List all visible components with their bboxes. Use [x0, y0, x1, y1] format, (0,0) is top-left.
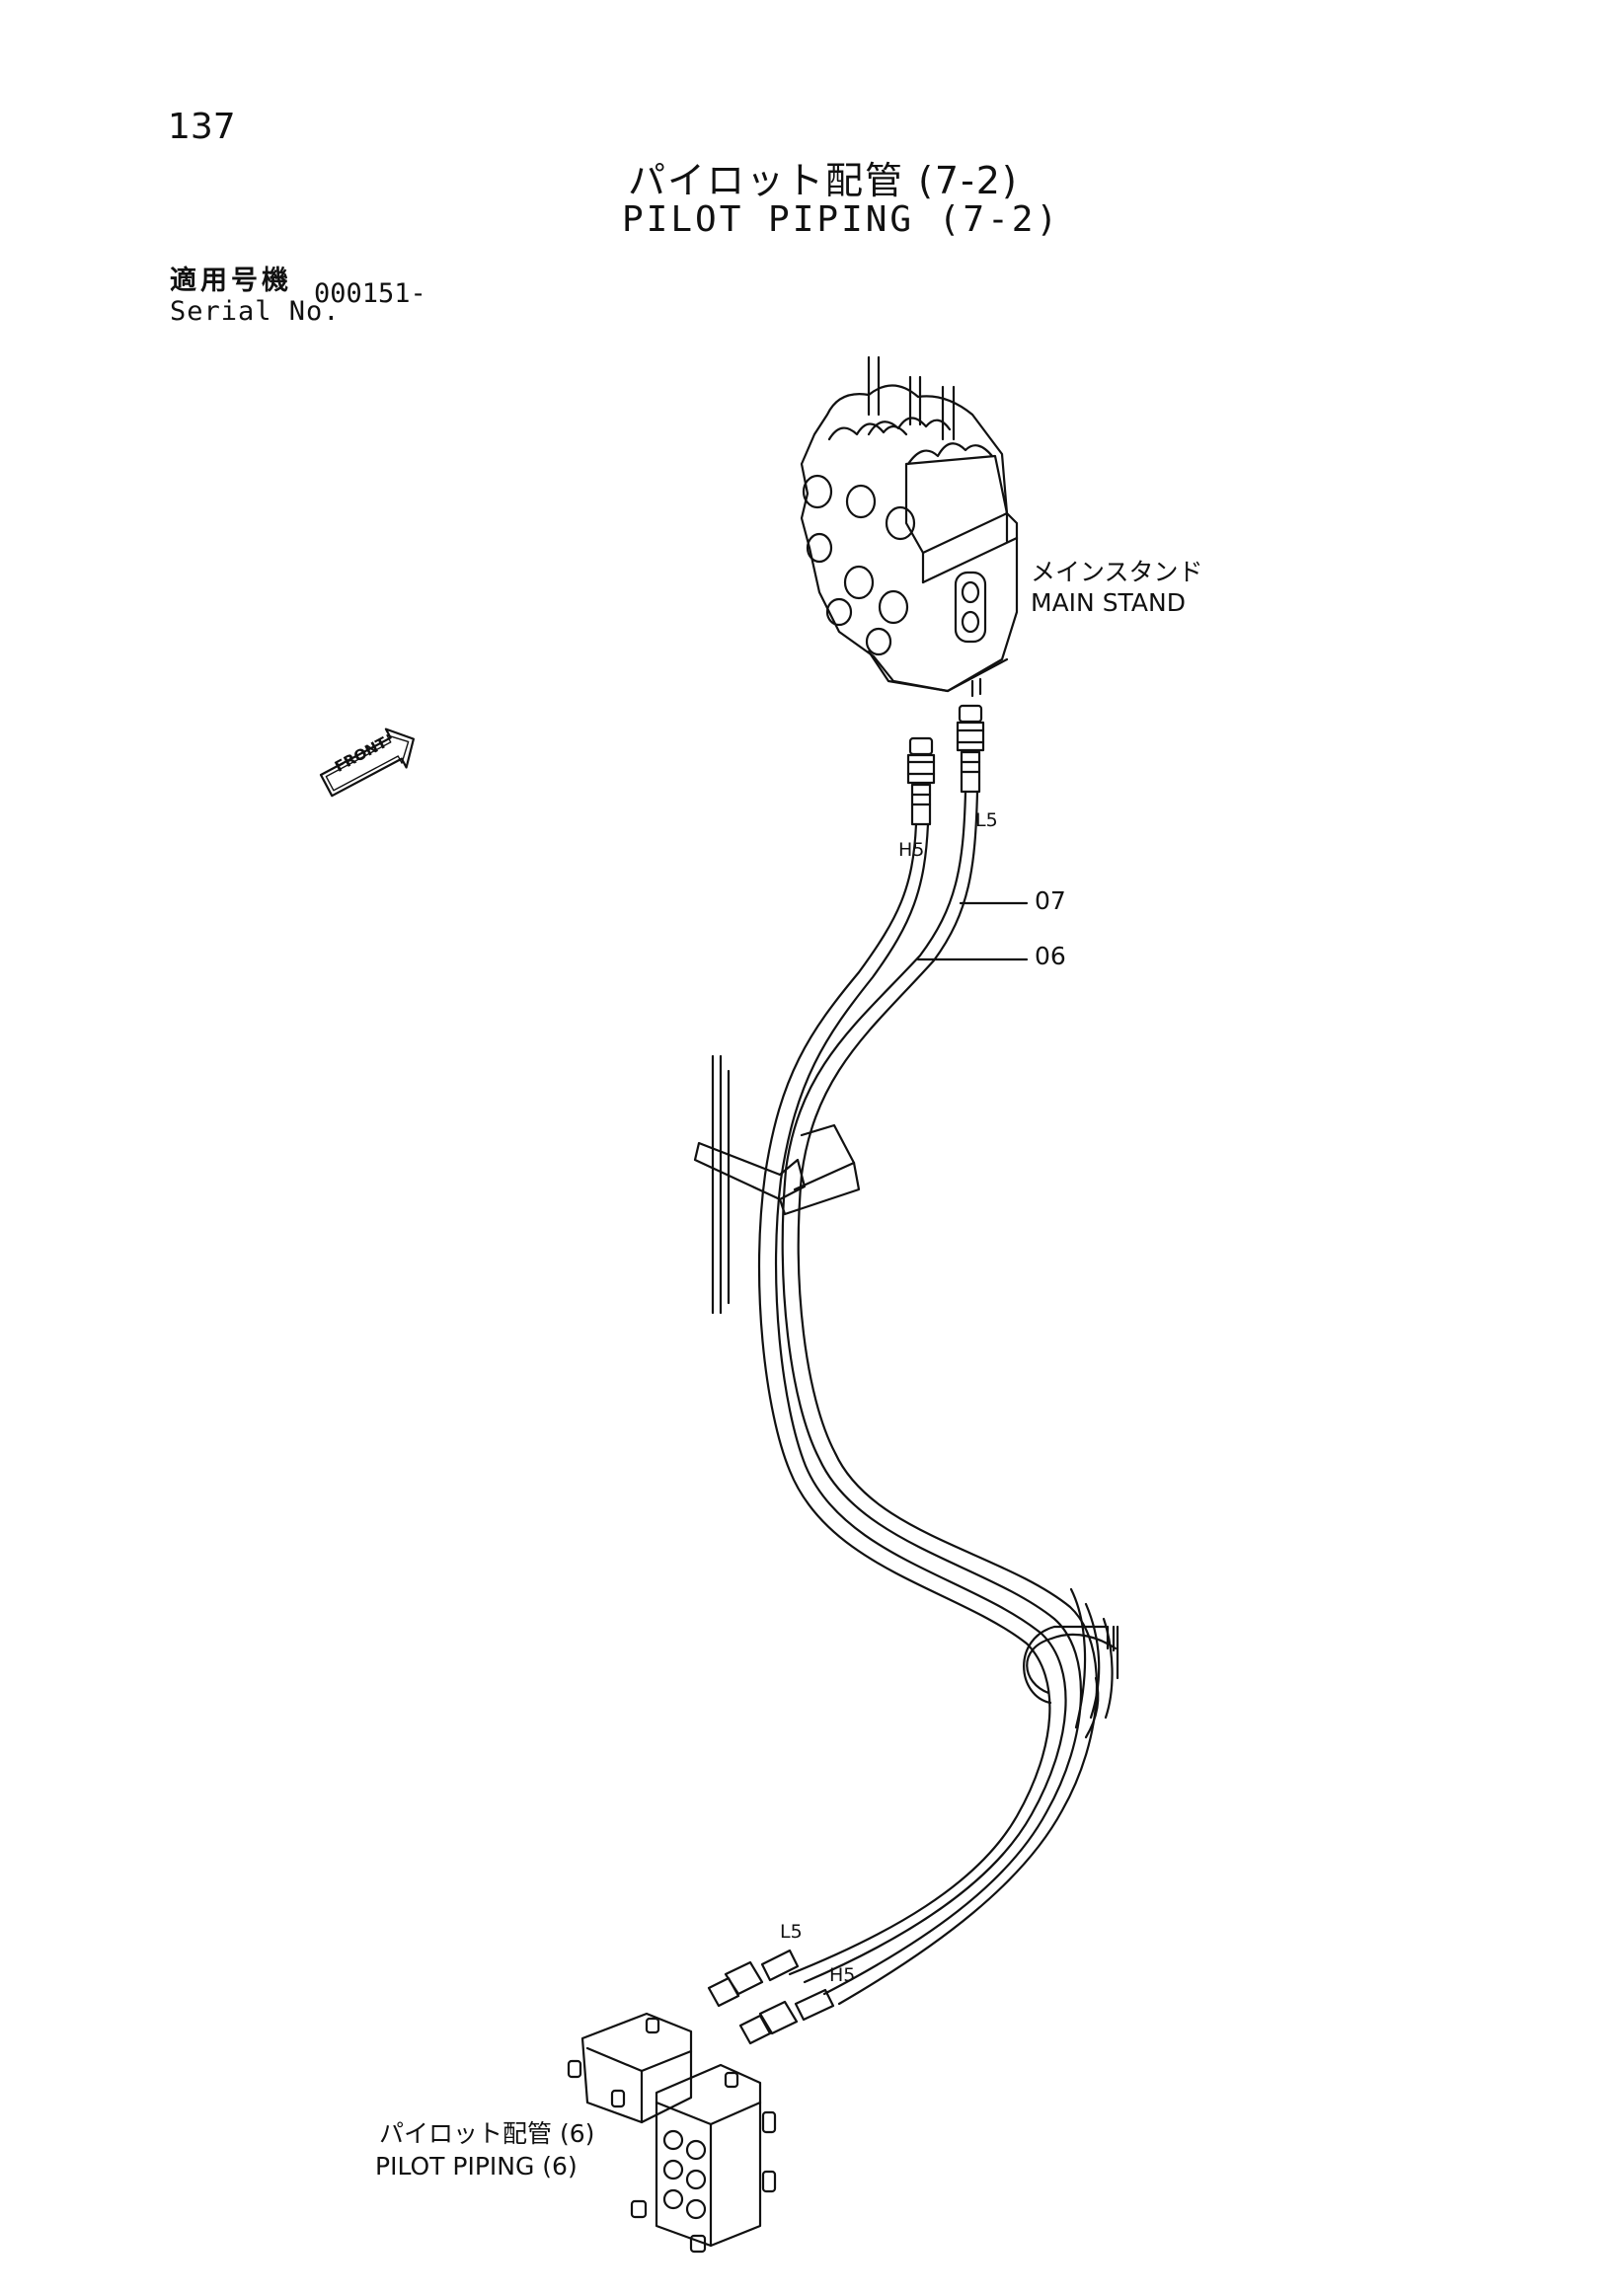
page-number: 137 — [168, 107, 236, 147]
upper-hose-fittings — [906, 704, 985, 826]
reference-label-japanese: パイロット配管 (6) — [379, 2119, 595, 2148]
main-stand-valve — [800, 355, 1019, 698]
serial-number-value: 000151- — [314, 278, 426, 309]
serial-label-japanese: 適用号機 — [170, 266, 292, 296]
front-arrow-icon — [319, 727, 416, 798]
main-stand-label-japanese: メインスタンド — [1031, 558, 1203, 586]
lower-hose-fittings — [707, 1949, 835, 2045]
reference-label-english: PILOT PIPING (6) — [375, 2152, 578, 2181]
part-number-07: 07 — [1035, 886, 1066, 915]
port-label-l5-top: L5 — [975, 809, 998, 831]
lower-clamp — [1023, 1587, 1119, 1739]
lower-valve-blocks — [567, 2012, 777, 2254]
port-label-h5-bottom: H5 — [829, 1964, 856, 1986]
main-stand-label-english: MAIN STAND — [1031, 588, 1186, 617]
page-title-japanese: パイロット配管 (7-2) — [628, 159, 1019, 202]
part-number-06: 06 — [1035, 942, 1066, 970]
page-title-english: PILOT PIPING (7-2) — [622, 199, 1061, 240]
pilot-hoses — [757, 790, 1099, 2006]
port-label-l5-bottom: L5 — [780, 1921, 803, 1943]
serial-label-english: Serial No. — [170, 296, 341, 327]
upper-clamp-bracket — [693, 1054, 861, 1315]
port-label-h5-top: H5 — [898, 839, 925, 861]
